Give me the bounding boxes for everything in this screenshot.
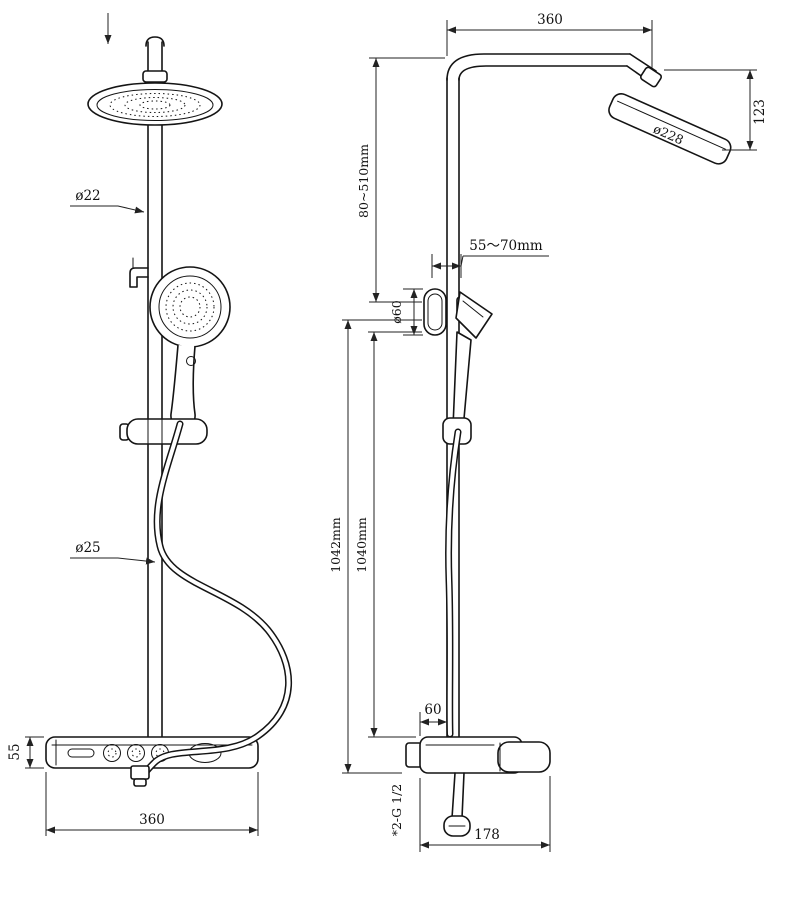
head-drop-label: 123 xyxy=(752,99,768,125)
hand-shower-handle-side xyxy=(452,331,472,431)
riser-pipe xyxy=(142,36,168,739)
dim-head-drop: 123 xyxy=(664,69,768,151)
height-1042-label: 1042mm xyxy=(328,517,343,573)
dim-wall-distance: 55～70mm xyxy=(431,238,549,278)
shower-hose xyxy=(130,420,292,787)
panel-height-label: 55 xyxy=(7,743,23,760)
slider-bracket xyxy=(119,418,208,445)
mixer-side xyxy=(405,736,551,837)
panel-button-2 xyxy=(127,744,145,762)
dim-height-1040: 1040mm xyxy=(354,331,422,738)
wall-bracket xyxy=(423,288,447,336)
dim-panel-width: 360 xyxy=(45,772,259,836)
hose-side xyxy=(445,428,462,738)
panel-offset-label: 60 xyxy=(424,702,441,718)
panel-button-1 xyxy=(103,744,121,762)
riser-pipe-side xyxy=(446,53,631,738)
wall-distance-label: 55～70mm xyxy=(469,238,543,254)
overhead-head-side: ø228 xyxy=(608,92,732,165)
riser-range-label: 80~510mm xyxy=(356,144,371,218)
dim-height-1042: 1042mm xyxy=(328,319,422,774)
spout-reach-label: 178 xyxy=(474,827,500,843)
front-view: ø22 xyxy=(7,13,292,836)
hand-shower-button xyxy=(186,356,196,366)
spout-side xyxy=(497,741,551,773)
arm-ball-joint xyxy=(639,66,663,88)
dim-arm-reach: 360 xyxy=(446,12,653,68)
height-1040-label: 1040mm xyxy=(354,517,369,573)
dim-riser-range: 80~510mm xyxy=(356,57,445,303)
side-view: ø228 360 123 80~510mm xyxy=(328,12,768,852)
dim-panel-height: 55 xyxy=(7,736,44,769)
hand-shower xyxy=(149,266,231,425)
lever-handle xyxy=(443,772,471,837)
panel-width-label: 360 xyxy=(139,812,165,828)
hand-shower-side xyxy=(452,291,493,431)
dim-panel-offset: 60 xyxy=(419,702,447,736)
escutcheon-label: ø60 xyxy=(389,300,404,323)
dim-pipe-diameter: ø22 xyxy=(70,188,145,214)
hose-nut xyxy=(130,765,150,780)
overhead-shower-head xyxy=(87,82,223,126)
arm-reach-label: 360 xyxy=(537,12,563,28)
thread-note: *2-G 1/2 xyxy=(389,784,404,837)
dim-escutcheon: ø60 xyxy=(389,288,423,336)
dim-hose-diameter: ø25 xyxy=(70,540,156,565)
dim-spout-reach: 178 xyxy=(419,776,551,852)
panel-slot xyxy=(67,748,95,758)
shower-arm xyxy=(626,53,663,88)
inlet-elbow xyxy=(129,257,149,288)
hose-diameter-label: ø25 xyxy=(75,540,100,556)
pipe-diameter-label: ø22 xyxy=(75,188,100,204)
